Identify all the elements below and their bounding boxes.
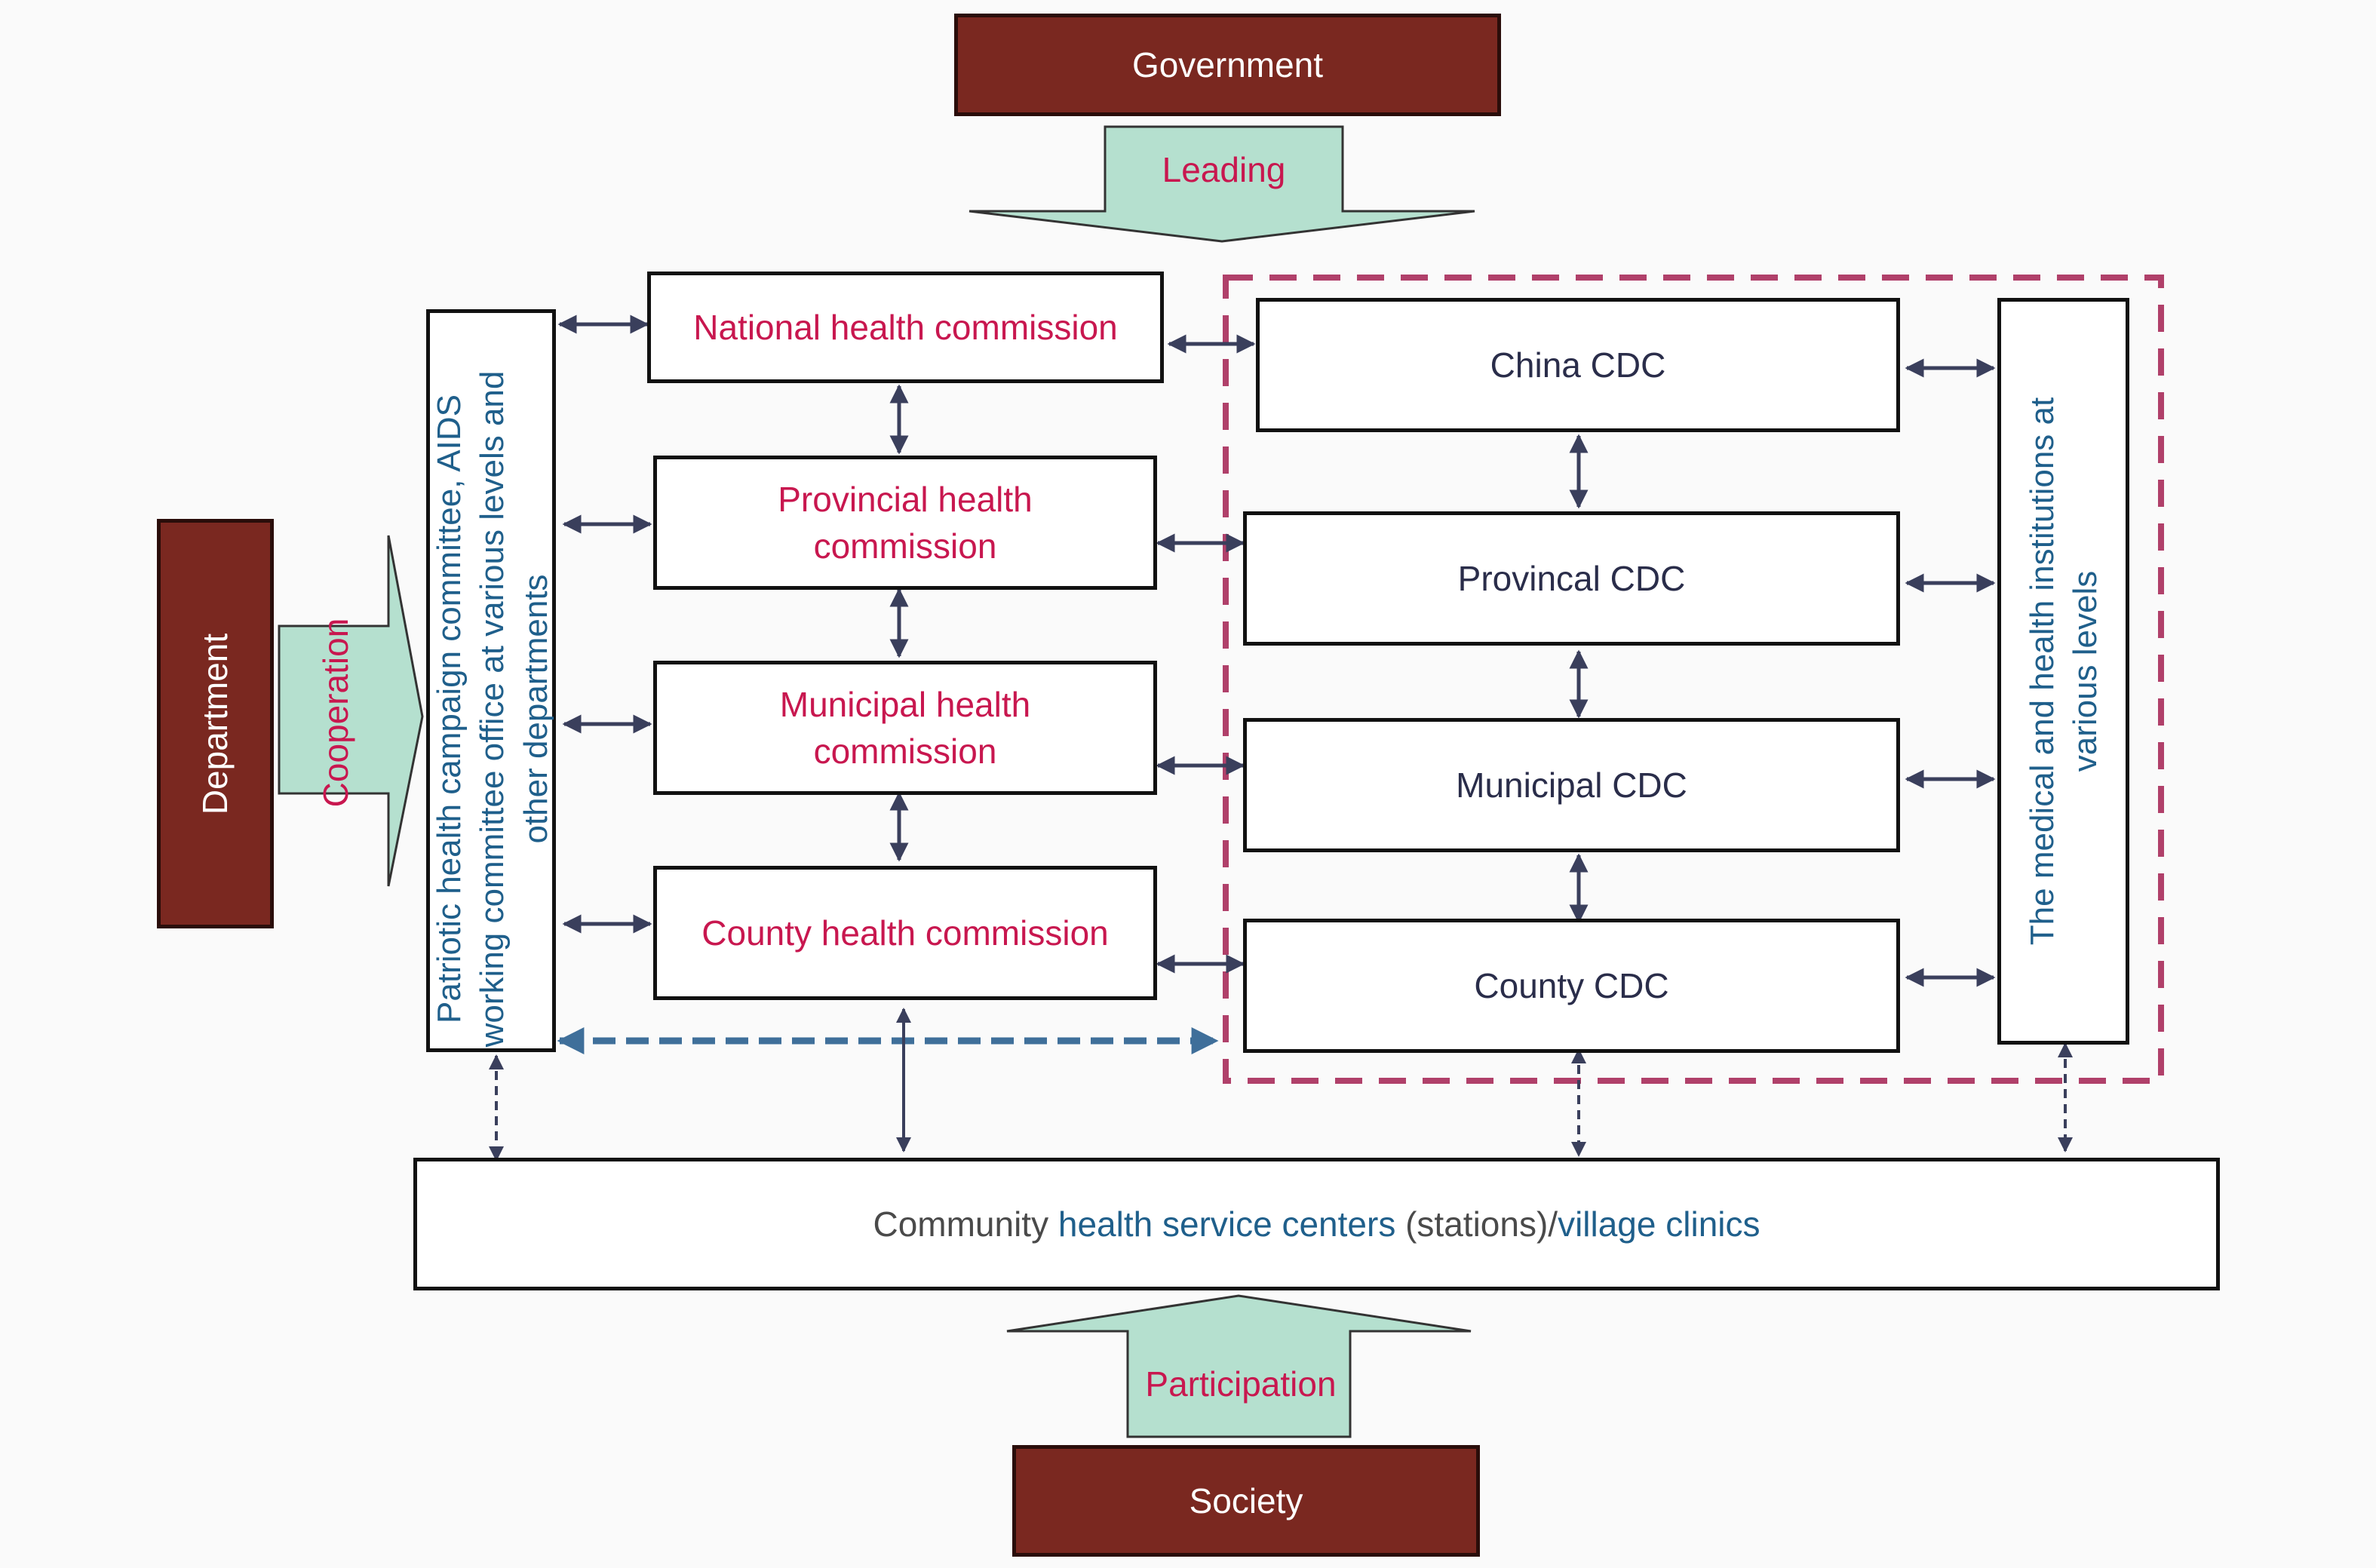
national-hc-box: National health commission xyxy=(647,272,1164,383)
government-label: Government xyxy=(1131,44,1324,84)
county-hc-label: County health commission xyxy=(701,913,1109,953)
municipal-cdc-box: Municipal CDC xyxy=(1243,718,1900,852)
community-mid2: (stations)/ xyxy=(1395,1204,1558,1244)
cooperation-label: Cooperation xyxy=(316,618,355,808)
national-hc-label: National health commission xyxy=(693,307,1118,347)
community-prefix: Community xyxy=(873,1204,1058,1244)
municipal-hc-label: Municipal health commission xyxy=(779,684,1031,771)
participation-arrow xyxy=(1006,1294,1472,1438)
participation-label: Participation xyxy=(1145,1364,1337,1404)
municipal-hc-box: Municipal health commission xyxy=(653,661,1157,795)
county-hc-box: County health commission xyxy=(653,866,1157,1000)
county-cdc-label: County CDC xyxy=(1474,965,1669,1005)
committee-label: Patriotic health campaign committee, AID… xyxy=(431,370,554,1048)
department-label: Department xyxy=(195,633,235,815)
leading-arrow xyxy=(969,125,1475,243)
leading-label: Leading xyxy=(1162,150,1286,189)
county-cdc-box: County CDC xyxy=(1243,919,1900,1053)
china-cdc-label: China CDC xyxy=(1490,345,1666,385)
medical-institutions-box xyxy=(1997,298,2129,1045)
provincial-cdc-box: Provincal CDC xyxy=(1243,511,1900,646)
community-suffix: village clinics xyxy=(1558,1204,1761,1244)
municipal-cdc-label: Municipal CDC xyxy=(1456,765,1687,805)
government-box: Government xyxy=(954,14,1501,116)
department-box xyxy=(157,519,274,928)
community-label: Community health service centers (statio… xyxy=(873,1201,1760,1247)
provincial-hc-label: Provincial health commission xyxy=(778,479,1033,566)
community-mid: health service centers xyxy=(1058,1204,1396,1244)
cooperation-arrow xyxy=(278,535,424,887)
society-label: Society xyxy=(1189,1481,1303,1520)
provincial-hc-box: Provincial health commission xyxy=(653,456,1157,590)
provincial-cdc-label: Provincal CDC xyxy=(1457,558,1686,598)
society-box: Society xyxy=(1012,1445,1480,1557)
community-box: Community health service centers (statio… xyxy=(413,1158,2220,1290)
medical-institutions-label: The medical and health institutions at v… xyxy=(2023,397,2104,946)
committee-box xyxy=(426,309,556,1052)
china-cdc-box: China CDC xyxy=(1256,298,1900,432)
cdc-group-border xyxy=(1223,275,2164,1084)
